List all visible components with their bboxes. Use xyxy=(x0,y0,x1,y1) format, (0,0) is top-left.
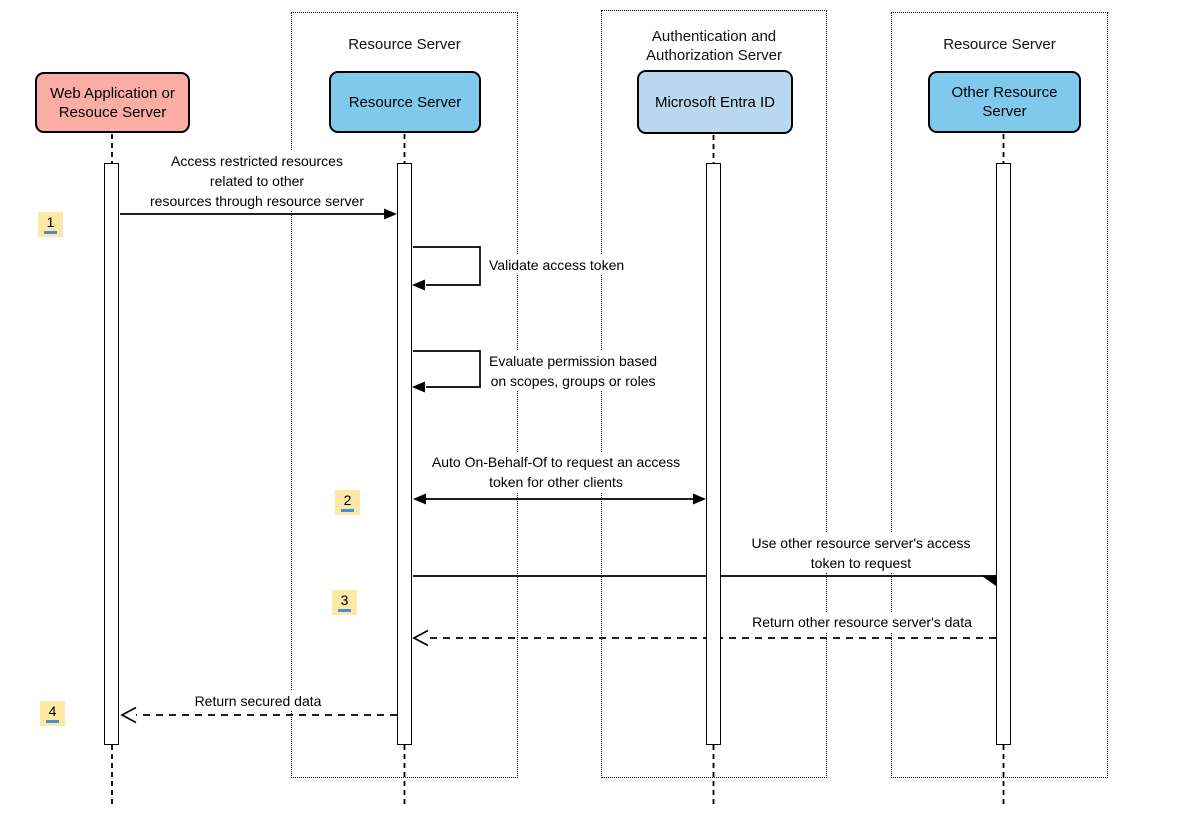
group-title: Resource Server xyxy=(348,36,461,53)
step-badge-2[interactable]: 2 xyxy=(335,490,360,515)
group-title: Authentication and Authorization Server xyxy=(646,28,782,64)
message-3-label: Return other resource server's data xyxy=(749,612,975,632)
actor-web-application: Web Application or Resouce Server xyxy=(35,72,190,133)
activation-webapp xyxy=(104,163,119,745)
message-3-return-arrow xyxy=(412,629,996,647)
message-4-return-arrow xyxy=(120,706,397,724)
badge-underline xyxy=(341,509,354,512)
message-use-token-arrow xyxy=(413,575,996,586)
activation-other-rs xyxy=(996,163,1011,745)
group-frame-resource-server-2: Resource Server xyxy=(891,12,1108,778)
step-number: 4 xyxy=(48,703,57,720)
message-1-arrow xyxy=(120,208,397,220)
group-title: Resource Server xyxy=(943,36,1056,53)
message-4-label: Return secured data xyxy=(191,691,325,711)
step-badge-4[interactable]: 4 xyxy=(40,701,65,726)
message-2-label: Auto On-Behalf-Of to request an access t… xyxy=(428,452,684,492)
message-2-arrow xyxy=(413,493,706,505)
step-number: 2 xyxy=(343,492,352,509)
message-use-token-label: Use other resource server's access token… xyxy=(748,533,974,573)
actor-other-resource-server: Other Resource Server xyxy=(928,71,1081,133)
self-message-validate-label: Validate access token xyxy=(486,255,628,275)
step-number: 1 xyxy=(46,214,55,231)
actor-resource-server: Resource Server xyxy=(329,71,481,133)
self-message-evaluate-arrow xyxy=(412,350,481,393)
group-frame-resource-server-1: Resource Server xyxy=(291,12,518,778)
self-message-validate-arrow xyxy=(412,246,481,291)
step-badge-3[interactable]: 3 xyxy=(332,590,357,615)
badge-underline xyxy=(46,720,59,723)
step-badge-1[interactable]: 1 xyxy=(38,212,63,237)
activation-resource-server xyxy=(397,163,412,745)
lifelines xyxy=(111,134,1005,807)
step-number: 3 xyxy=(340,592,349,609)
actor-microsoft-entra-id: Microsoft Entra ID xyxy=(637,70,793,134)
self-message-evaluate-label: Evaluate permission based on scopes, gro… xyxy=(486,351,661,391)
badge-underline xyxy=(338,609,351,612)
message-1-label: Access restricted resources related to o… xyxy=(147,151,367,211)
badge-underline xyxy=(44,231,57,234)
activation-entra xyxy=(706,163,721,745)
group-frame-auth-server: Authentication and Authorization Server xyxy=(601,10,827,778)
